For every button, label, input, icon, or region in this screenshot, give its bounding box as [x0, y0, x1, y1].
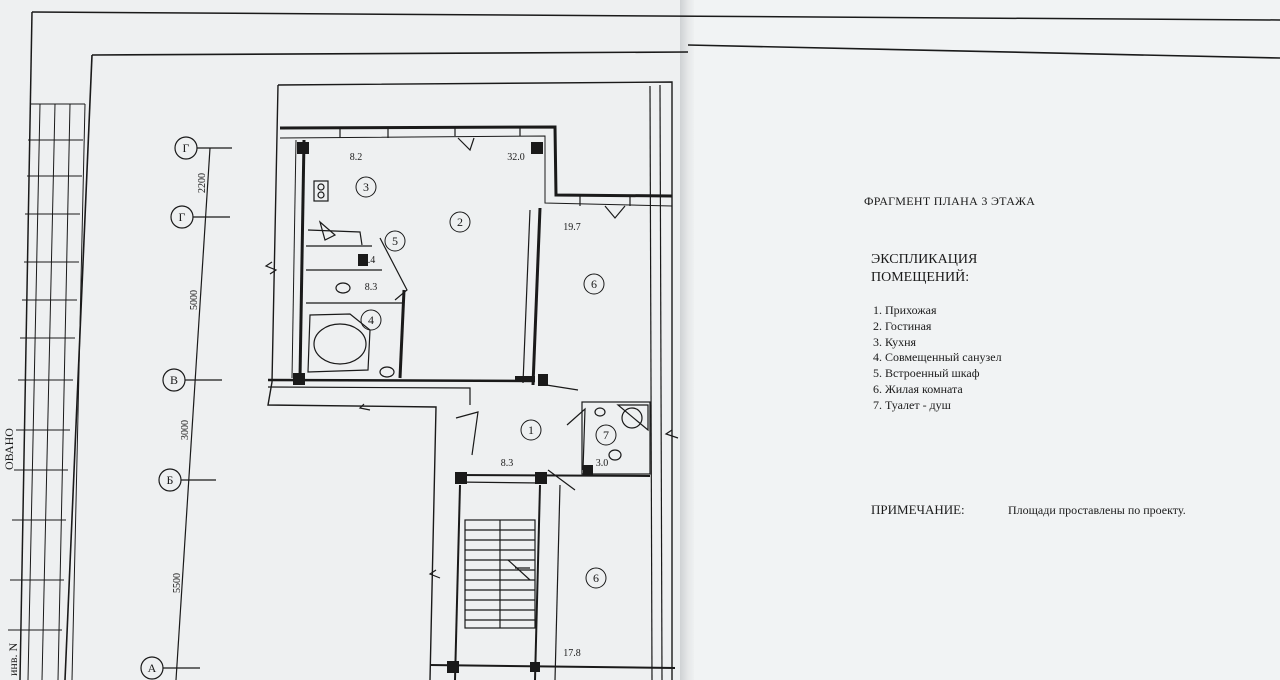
legend-item: 1. Прихожая: [873, 303, 937, 317]
room-number: 6: [591, 277, 597, 291]
axis-label: Г: [183, 141, 190, 155]
room-area: 17.8: [563, 648, 581, 659]
room-area: 8.3: [365, 282, 378, 293]
room-area: 32.0: [507, 152, 525, 163]
room-number: 1: [528, 423, 534, 437]
legend-item: 5. Встроенный шкаф: [873, 366, 980, 381]
axis-label: В: [170, 373, 178, 387]
page-title: ФРАГМЕНТ ПЛАНА 3 ЭТАЖА: [864, 194, 1036, 208]
legend-item: 6. Жилая комната: [873, 381, 963, 396]
legend-item: 4. Совмещенный санузел: [873, 350, 1002, 365]
room-number: 7: [603, 428, 609, 442]
dimension-label: 5000: [189, 290, 200, 310]
legend-item: 7. Туалет - душ: [873, 397, 951, 412]
right-page: [686, 0, 1280, 680]
note-label: ПРИМЕЧАНИЕ:: [871, 502, 965, 517]
dimension-label: 5500: [172, 573, 183, 593]
room-area: 8.2: [350, 152, 363, 163]
room-number: 5: [392, 234, 398, 248]
page-fold: [680, 0, 694, 680]
axis-label: Г: [179, 210, 186, 224]
room-number: 6: [593, 571, 599, 585]
explication-subheading: ПОМЕЩЕНИЙ:: [871, 270, 970, 285]
legend-item: 3. Кухня: [873, 334, 917, 349]
room-number: 4: [368, 313, 374, 327]
room-area: 19.7: [563, 222, 581, 233]
explication-heading: ЭКСПЛИКАЦИЯ: [871, 252, 978, 267]
note-text: Площади проставлены по проекту.: [1008, 503, 1186, 517]
dimension-label: 3000: [180, 420, 191, 440]
stamp-fragment: инв. N: [6, 642, 20, 676]
room-number: 3: [363, 180, 369, 194]
stamp-fragment: ОВАНО: [2, 428, 16, 470]
room-area: 8.3: [501, 458, 514, 469]
rooms-legend: 1. Прихожая 2. Гостиная 3. Кухня 4. Совм…: [873, 303, 1002, 414]
room-area: 0.4: [363, 255, 376, 266]
axis-label: Б: [167, 473, 174, 487]
legend-item: 2. Гостиная: [873, 318, 932, 333]
axis-label: А: [148, 661, 157, 675]
left-page: [0, 0, 690, 680]
room-area: 3.0: [596, 458, 609, 469]
dimension-label: 2200: [197, 173, 208, 193]
room-number: 2: [457, 215, 463, 229]
